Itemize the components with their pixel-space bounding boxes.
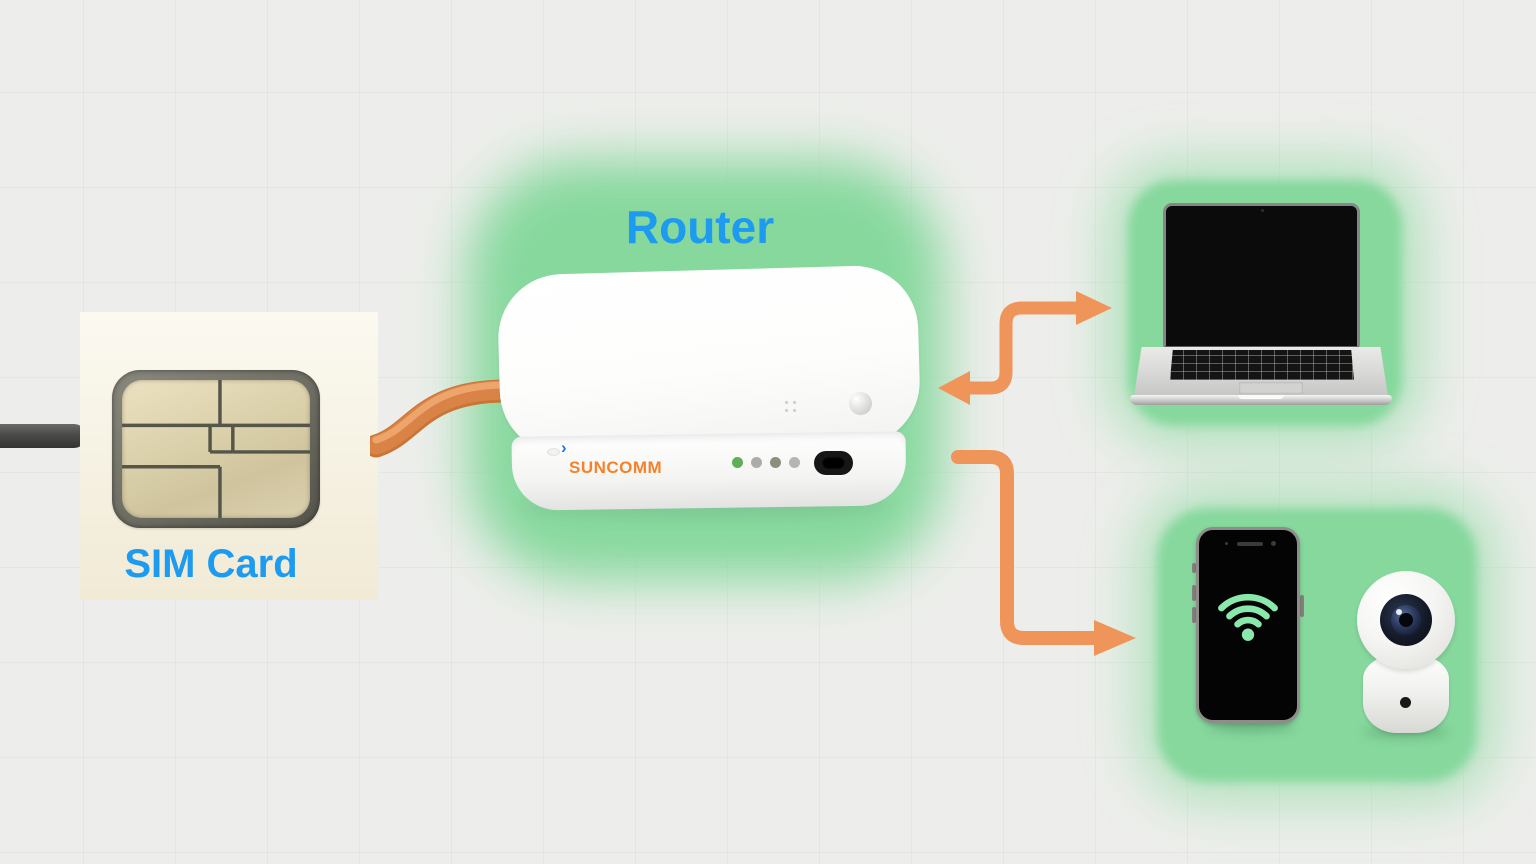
sim-chip — [112, 370, 320, 528]
router-top-face — [496, 264, 922, 456]
arrow-router-devices-icon — [951, 450, 1136, 656]
laptop-base — [1130, 395, 1392, 405]
phone-sensor-dot — [1225, 542, 1228, 545]
status-dot-icon — [547, 448, 560, 456]
sim-chip-contacts — [122, 380, 310, 518]
wan-port — [814, 451, 853, 475]
router-brand-label: SUNCOMM — [569, 458, 663, 477]
phone-side-button — [1192, 607, 1196, 623]
reset-dots-icon — [785, 401, 797, 413]
status-led-1 — [732, 457, 743, 468]
laptop-screen — [1163, 203, 1360, 347]
phone-speaker-icon — [1237, 542, 1263, 546]
status-led-4 — [789, 457, 800, 468]
phone-side-button — [1192, 563, 1196, 573]
sim-contact-lines-icon — [122, 380, 310, 518]
router-device: › SUNCOMM — [496, 262, 922, 514]
router-power-button — [849, 392, 872, 415]
laptop-camera-dot — [1260, 209, 1264, 212]
phone-camera-dot — [1271, 541, 1276, 546]
camera-pupil — [1399, 613, 1413, 627]
status-led-2 — [751, 457, 762, 468]
sim-router-cable — [370, 379, 510, 458]
camera-lens-icon — [1380, 594, 1432, 646]
sim-card-panel — [80, 312, 378, 600]
camera-glint — [1396, 609, 1402, 615]
power-cable — [0, 424, 86, 448]
phone-shadow — [1208, 720, 1294, 732]
camera-base-led — [1400, 697, 1411, 708]
phone-side-button — [1300, 595, 1304, 617]
status-led-3 — [770, 457, 781, 468]
wifi-icon — [1218, 593, 1278, 641]
signal-chevron-icon: › — [561, 438, 567, 457]
laptop-keyboard — [1170, 350, 1354, 380]
laptop-trackpad — [1239, 382, 1303, 394]
smartphone — [1196, 527, 1300, 723]
ip-camera-head — [1357, 571, 1455, 669]
router-label: Router — [625, 201, 775, 253]
phone-side-button — [1192, 585, 1196, 601]
sim-card-label: SIM Card — [124, 542, 298, 586]
camera-iris — [1391, 605, 1421, 635]
arrow-router-laptop-icon — [938, 291, 1112, 405]
